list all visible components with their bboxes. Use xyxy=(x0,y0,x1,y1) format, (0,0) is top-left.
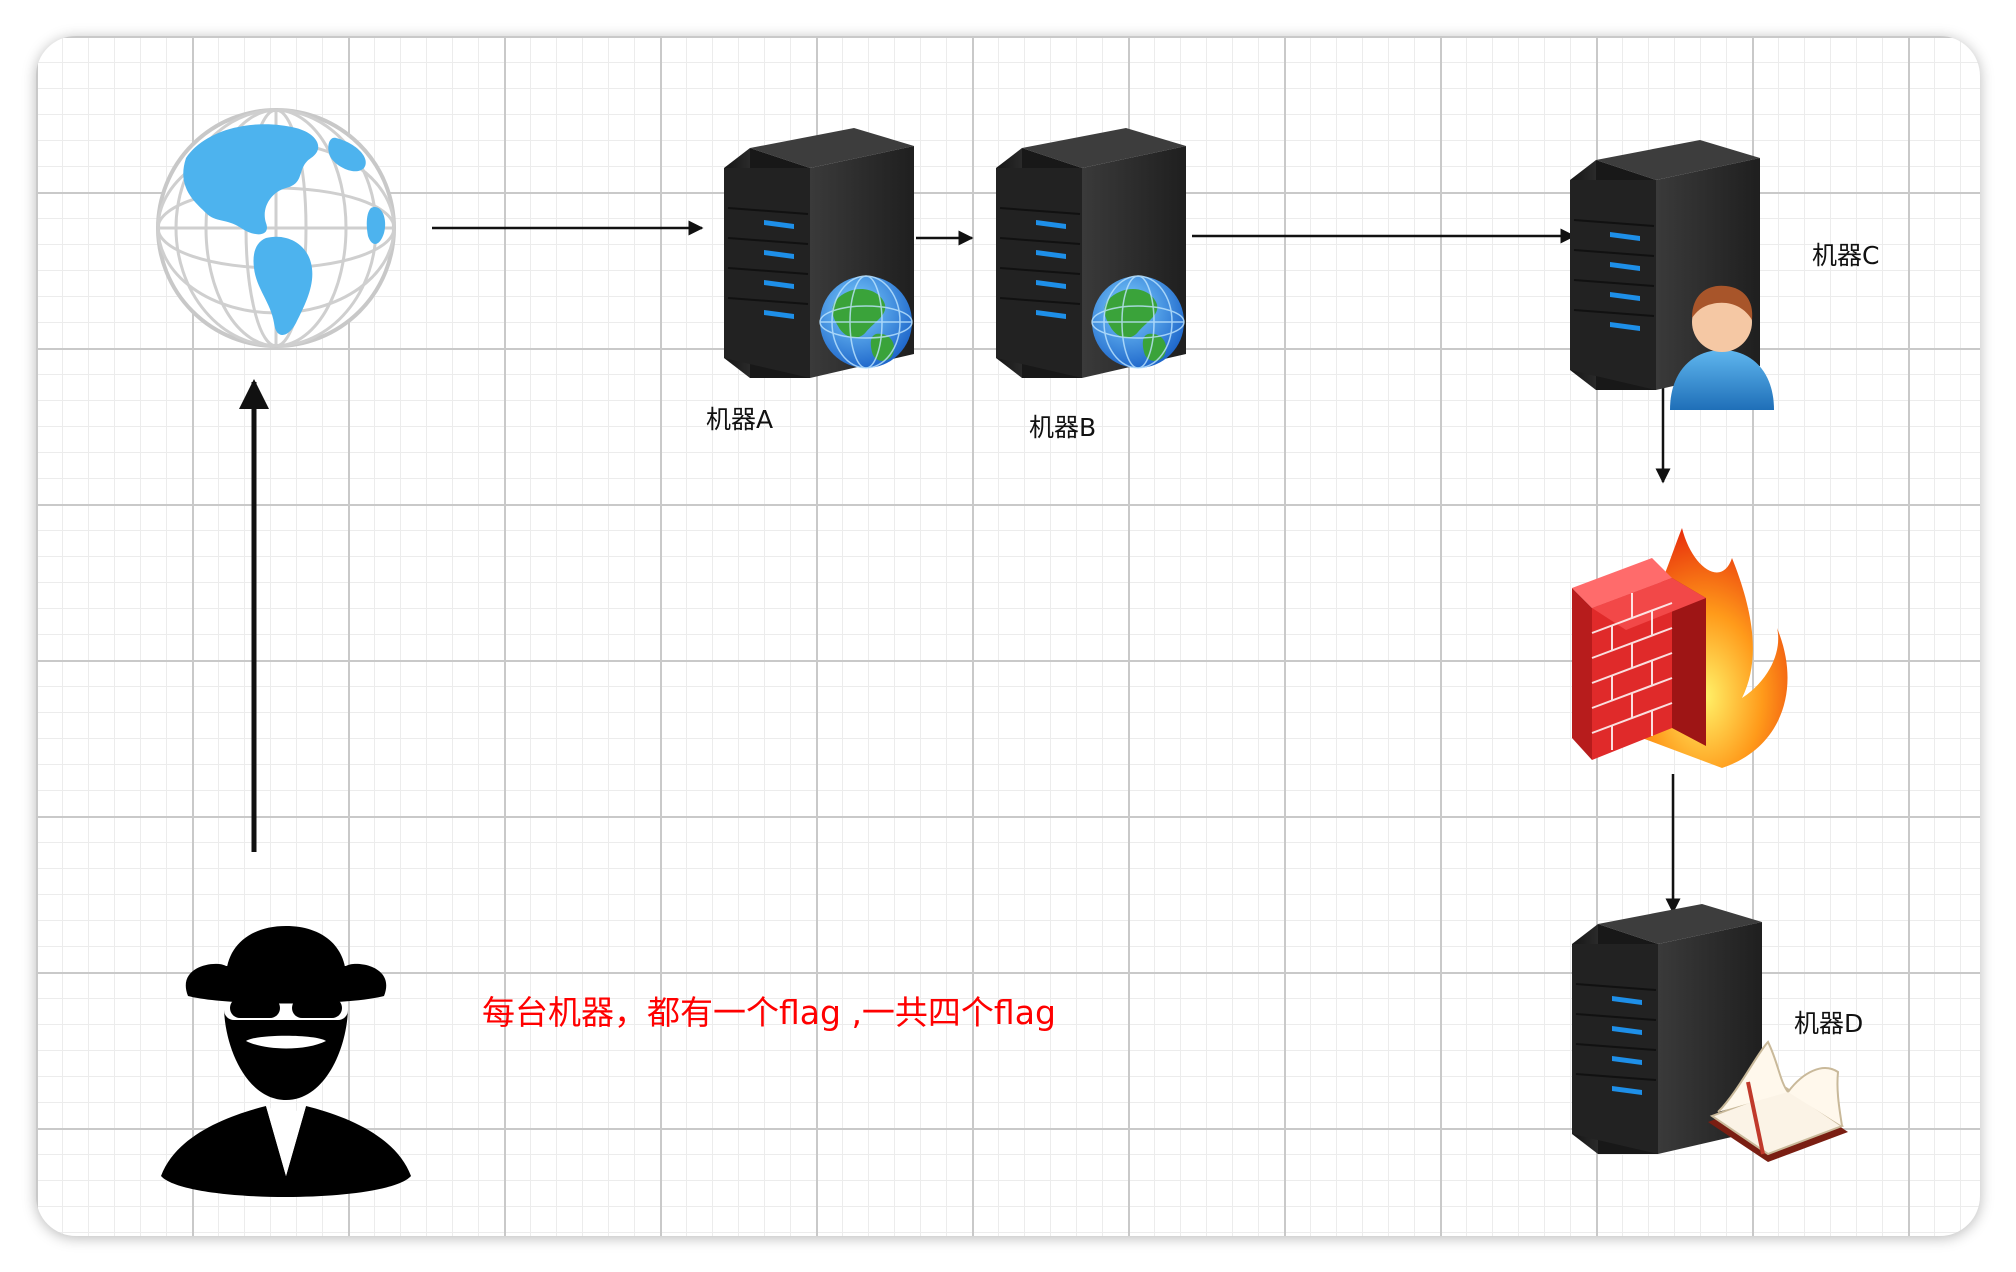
server-book-icon xyxy=(1708,1040,1848,1162)
connectors xyxy=(239,220,1681,914)
flag-note: 每台机器，都有一个flag ,一共四个flag xyxy=(482,993,1056,1032)
diagram-canvas: 机器A 机器B 机器C 机器D 每台机器，都有一个flag ,一共四个flag xyxy=(36,36,1980,1236)
server-d[interactable] xyxy=(1571,903,1848,1162)
server-c[interactable] xyxy=(1569,139,1774,410)
server-web-icon xyxy=(819,275,913,369)
label-machine-b: 机器B xyxy=(1029,413,1097,442)
diagram-graphics xyxy=(156,108,1848,1197)
firewall-icon xyxy=(1572,528,1788,768)
hacker-icon xyxy=(161,926,411,1197)
server-user-icon xyxy=(1670,285,1774,410)
label-machine-a: 机器A xyxy=(706,405,774,434)
label-machine-c: 机器C xyxy=(1812,241,1880,270)
server-a[interactable] xyxy=(723,127,915,379)
server-b[interactable] xyxy=(995,127,1187,379)
globe-icon xyxy=(156,108,396,348)
label-machine-d: 机器D xyxy=(1794,1009,1864,1038)
server-web-icon xyxy=(1091,275,1185,369)
